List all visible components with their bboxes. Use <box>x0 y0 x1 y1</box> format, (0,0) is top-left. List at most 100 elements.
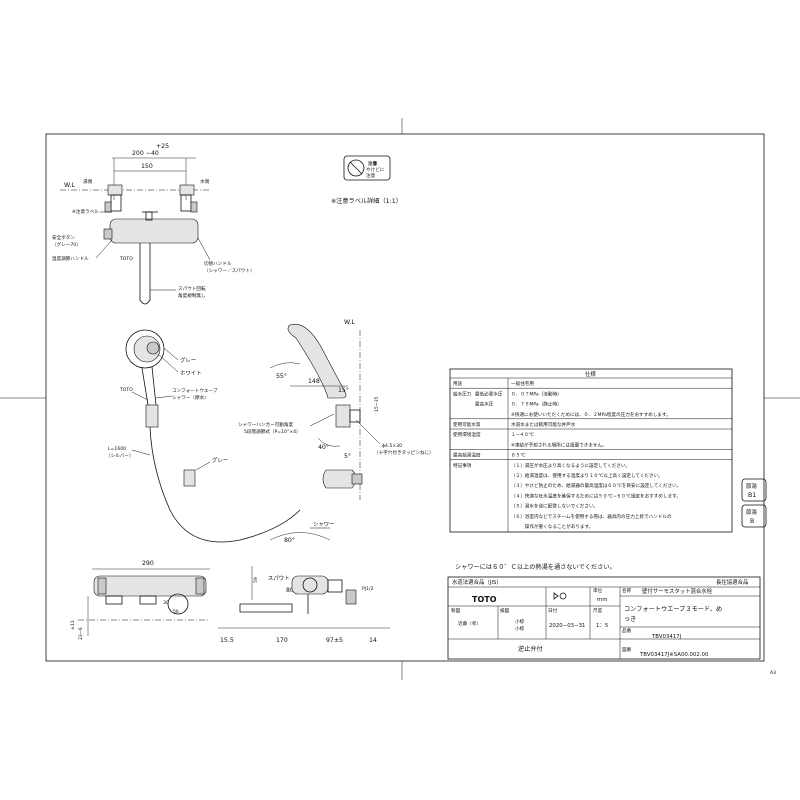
spec-key: 特記事項 <box>453 462 472 469</box>
check-valve-label: 逆止弁付 <box>518 645 543 653</box>
product-name2: コンフォートウエーブ３モード、め <box>624 605 722 613</box>
product-name1: 壁付サーモスタット混合水栓 <box>642 587 713 595</box>
spec-value: ８５℃ <box>511 453 525 459</box>
hose-color: （シルバー） <box>106 453 134 459</box>
cold-side-label: 水側 <box>200 178 210 185</box>
shower-name2: シャワー（節水） <box>172 394 209 401</box>
check-value1: 小椋 <box>515 618 525 625</box>
title-block: 水道法適合品（JIS） 長住協適合品 TOTO 単位 mm 名称 壁付サーモスタ… <box>447 576 761 660</box>
spec-value: （３）やけど防止のため、給湯器の最高温度は６０℃を目安に設定してください。 <box>511 482 681 489</box>
safety-button-label: 安全ボタン <box>52 234 75 241</box>
unit-label: 単位 <box>593 587 603 594</box>
shower-head <box>125 329 165 369</box>
dim-150: 150 <box>141 163 153 170</box>
spec-value: ※凍結が予想される場所には設置できません。 <box>511 441 607 448</box>
dim-23-6: 23∼6 <box>78 627 84 640</box>
dim-200: 200 −40 <box>132 150 159 157</box>
spec-key: 用途 <box>453 380 463 387</box>
spec-key: 使用環境温度 <box>453 431 481 438</box>
spec-value: （４）快適な吐水温度を確保するためには５０℃∼６０℃設定をおすすめします。 <box>511 492 681 499</box>
temp-handle-label: 温度調節ハンドル <box>52 255 89 262</box>
screw-type: （十字穴付きタッピンねじ） <box>374 449 434 456</box>
dim-11: ±11 <box>70 620 76 630</box>
mark-b1-code: B1 <box>748 492 756 499</box>
shower-brand: TOTO <box>119 387 133 393</box>
safety-button-color: （グレー70） <box>52 241 81 248</box>
pipe-thread: PJ1/2 <box>362 586 374 592</box>
drawing-label: 図番 <box>622 646 632 653</box>
shower-head-view: グレー ホワイト TOTO コンフォートウエーブ シャワー（節水） L=1600… <box>106 329 301 543</box>
spec-value: ０．０７MPa（流動時） <box>511 390 562 397</box>
plan-body <box>93 575 207 597</box>
shower-label: シャワー <box>313 521 335 528</box>
side-faucet-body <box>322 469 357 489</box>
spout-rotation-label: スパウト回転 <box>178 285 206 292</box>
mark-b-label: 節湯 <box>746 508 757 516</box>
shower-note: シャワーには６０゜Ｃ以上の熱湯を通さないでください。 <box>455 563 616 571</box>
spec-value: （１）湯圧が水圧より高くなるように設定してください。 <box>511 462 630 469</box>
design-label: 製図 <box>451 607 461 614</box>
angle-40: 40° <box>318 443 329 451</box>
hanger-adjust-label: 5段階調節式（P=10°×4） <box>244 428 301 435</box>
spout-side-body <box>291 575 329 595</box>
angle-55: 55° <box>276 372 287 380</box>
spout-label: スパウト <box>268 574 290 582</box>
angle-80-bottom: 80° <box>286 586 297 594</box>
side-view: W.L 55° 148 15° 15∼35 シャワーハンガー可動角度 5段階調節… <box>238 319 434 500</box>
label-text2: 注意 <box>366 172 376 179</box>
mark-b-code: B <box>750 518 754 525</box>
part-value: TBV03417J <box>651 634 682 640</box>
spec-key: 給水圧力 <box>453 390 472 397</box>
label-warning: 注意 <box>368 160 378 167</box>
wl-label: W.L <box>64 182 75 189</box>
shower-hanger <box>335 404 351 428</box>
side-spout <box>239 603 293 613</box>
hanger-angle-label: シャワーハンガー可動角度 <box>238 421 293 428</box>
side-shower-head <box>287 323 347 399</box>
label-detail: 注意 やけどに 注意 ※注意ラベル詳細（1:1） <box>331 155 402 205</box>
angle-5: 5° <box>344 452 351 460</box>
safety-button <box>103 228 113 240</box>
sheet-size: A3 <box>770 670 776 676</box>
screw-size: ϕ4.5×30 <box>382 443 402 449</box>
mark-b <box>741 504 767 528</box>
caution-label: ※注意ラベル <box>72 208 99 215</box>
date-value: 2020−03−31 <box>549 623 585 629</box>
saving-marks: 節湯 B1 節湯 B <box>741 478 767 528</box>
design-value: 近藤（孝） <box>458 620 481 627</box>
shower-hose <box>149 426 301 543</box>
mark-b1 <box>741 478 767 502</box>
switch-handle-label: 切替ハンドル <box>204 260 232 267</box>
date-label: 日付 <box>548 607 558 614</box>
label-text1: やけどに <box>366 166 385 173</box>
spec-value: 一般住宅用 <box>511 380 534 387</box>
gray-label: グレー <box>180 356 196 364</box>
spec-subkey: 最高水圧 <box>475 401 494 408</box>
hose-length: L=1600 <box>108 446 126 452</box>
side-wl: W.L <box>344 319 355 326</box>
check-value2: 小椋 <box>515 625 525 632</box>
unit-value: mm <box>597 597 608 603</box>
angle-80-top: 80° <box>284 536 295 544</box>
name-label: 名称 <box>622 587 632 594</box>
spec-value: （５）湯水を逆に配管しないでください。 <box>511 503 598 510</box>
spout <box>139 243 151 305</box>
spout-rotation-sub: 角度規制無し <box>178 292 206 299</box>
spec-title: 仕様 <box>585 370 596 378</box>
dim-290: 290 <box>142 560 154 567</box>
no-burn-icon <box>347 159 365 177</box>
jis-label: 水道法適合品（JIS） <box>452 578 502 586</box>
projection-icon <box>559 592 567 600</box>
spec-value: （６）浴室内などでスチームを使用する際は、器具内の圧力上昇でハンドルの <box>511 513 672 520</box>
spout-side-view: シャワー 80° スパウト 80° 59 PJ1/2 15.5 170 97±5… <box>218 521 390 644</box>
shower-name1: コンフォートウエーブ <box>172 387 218 394</box>
spec-value: 水道水または飲用可能な井戸水 <box>511 421 576 428</box>
sheet-border <box>45 133 765 662</box>
longlife-label: 長住協適合品 <box>716 578 748 586</box>
dim-15-5: 15.5 <box>220 637 234 644</box>
mark-b1-label: 節湯 <box>746 482 757 490</box>
front-view: +25 200 −40 150 W.L 湯側 水側 ※注意ラベル 安全ボタン （… <box>52 143 255 305</box>
